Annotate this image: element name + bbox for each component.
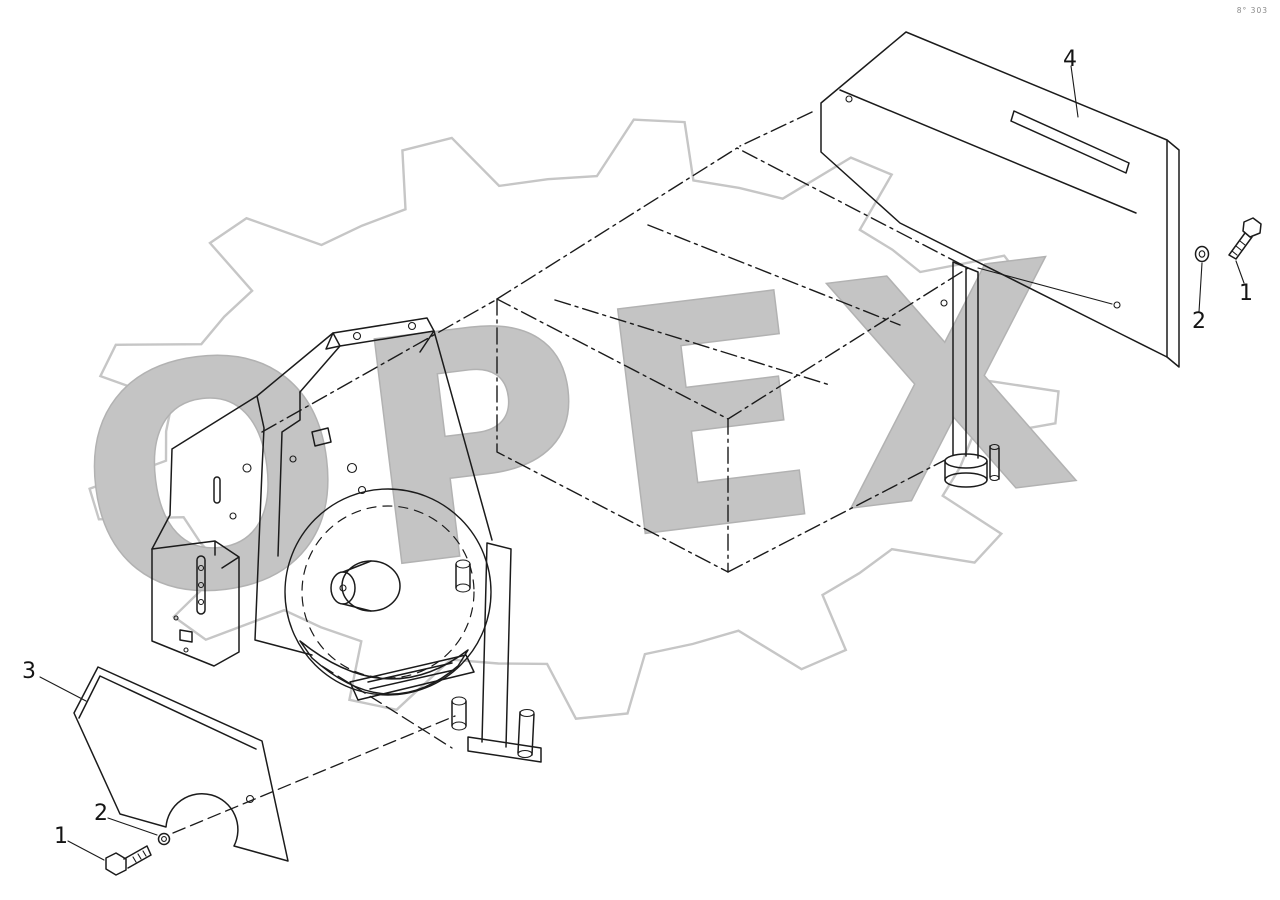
machine-frame — [151, 317, 493, 667]
cover-edge-thickness — [1166, 139, 1180, 368]
post-pin-top-center — [519, 708, 535, 718]
watermark: OPEX — [58, 118, 1110, 720]
slotted-bar — [349, 654, 475, 701]
guard-plate-part3 — [73, 666, 289, 862]
slot-holes — [196, 476, 221, 615]
callout-4-cover: 4 — [1063, 47, 1077, 72]
phantom-detail-lines — [261, 111, 901, 433]
mounting-post-right — [940, 261, 1113, 488]
washer-right-outer — [1194, 245, 1210, 263]
post-foot-plate — [467, 736, 542, 763]
cover-fold-line — [839, 89, 1137, 214]
screw-left — [105, 845, 152, 876]
screw-path-dashed-line — [172, 715, 456, 834]
bushing-upper — [455, 563, 471, 589]
support-arm — [299, 640, 475, 701]
screw-right-threads — [1231, 240, 1246, 256]
bushing-lower-top — [451, 696, 467, 706]
cover-slot — [1010, 110, 1130, 174]
cover-holes — [845, 95, 1121, 309]
callout-3-guard: 3 — [22, 659, 36, 684]
post-mount-hole — [940, 299, 948, 307]
corner-mark: 8° 303 — [1237, 6, 1268, 15]
bushing-lower-bottom — [451, 721, 467, 731]
post-tube-center — [481, 542, 512, 748]
cover-outline — [820, 31, 1168, 358]
guard-hole — [245, 794, 255, 804]
post-foot-sides-right — [944, 460, 988, 481]
callout-1-screw-right: 1 — [1239, 281, 1253, 306]
bushing-upper-top — [455, 559, 471, 569]
bolt-holes — [173, 321, 417, 653]
phantom-bottom-edge — [727, 459, 946, 573]
bushing-upper-bottom — [455, 583, 471, 593]
post-pin-top-right — [989, 443, 1000, 451]
side-plate-outline — [151, 330, 493, 656]
washer-right-inner — [1198, 250, 1206, 258]
square-holes — [179, 427, 332, 643]
fastener-left — [105, 832, 171, 876]
callouts: 4 2 1 3 2 1 — [22, 47, 1253, 849]
post-foot-bottom-right — [944, 472, 988, 488]
post-pin-bottom-center — [517, 749, 533, 759]
phantom-front-face — [496, 298, 729, 573]
bushing-lower — [451, 700, 467, 727]
guard-outline — [73, 666, 289, 862]
clamp-bracket — [151, 540, 240, 667]
drum-outer-circle — [284, 488, 492, 696]
fastener-right — [1194, 217, 1262, 263]
post-pin-right — [989, 445, 1000, 480]
hub-body-lines — [342, 560, 372, 612]
callout-leaders — [39, 65, 1245, 861]
post-pin-bottom-right — [989, 474, 1000, 482]
post-tube-right — [952, 261, 979, 459]
screw-right — [1228, 217, 1262, 260]
callout-2-washer-right: 2 — [1192, 309, 1206, 334]
frame-post-dashed-line — [321, 665, 453, 749]
watermark-text: OPEX — [59, 193, 1109, 675]
callout-2-washer-left: 2 — [94, 801, 108, 826]
washer-left-inner — [161, 836, 167, 842]
washer-left-outer — [157, 832, 171, 846]
gear-watermark-icon — [88, 118, 1060, 720]
hub-center-hole — [339, 584, 347, 592]
screw-left-threads — [132, 850, 147, 863]
assembly-leader-lines — [172, 665, 456, 834]
mounting-post-center — [451, 542, 542, 763]
post-pin-center — [517, 711, 535, 756]
cover-panel-part4 — [820, 31, 1180, 368]
callout-1-screw-left: 1 — [54, 824, 68, 849]
guard-flange-line — [78, 675, 257, 750]
callout-leader-lines — [39, 65, 1245, 861]
